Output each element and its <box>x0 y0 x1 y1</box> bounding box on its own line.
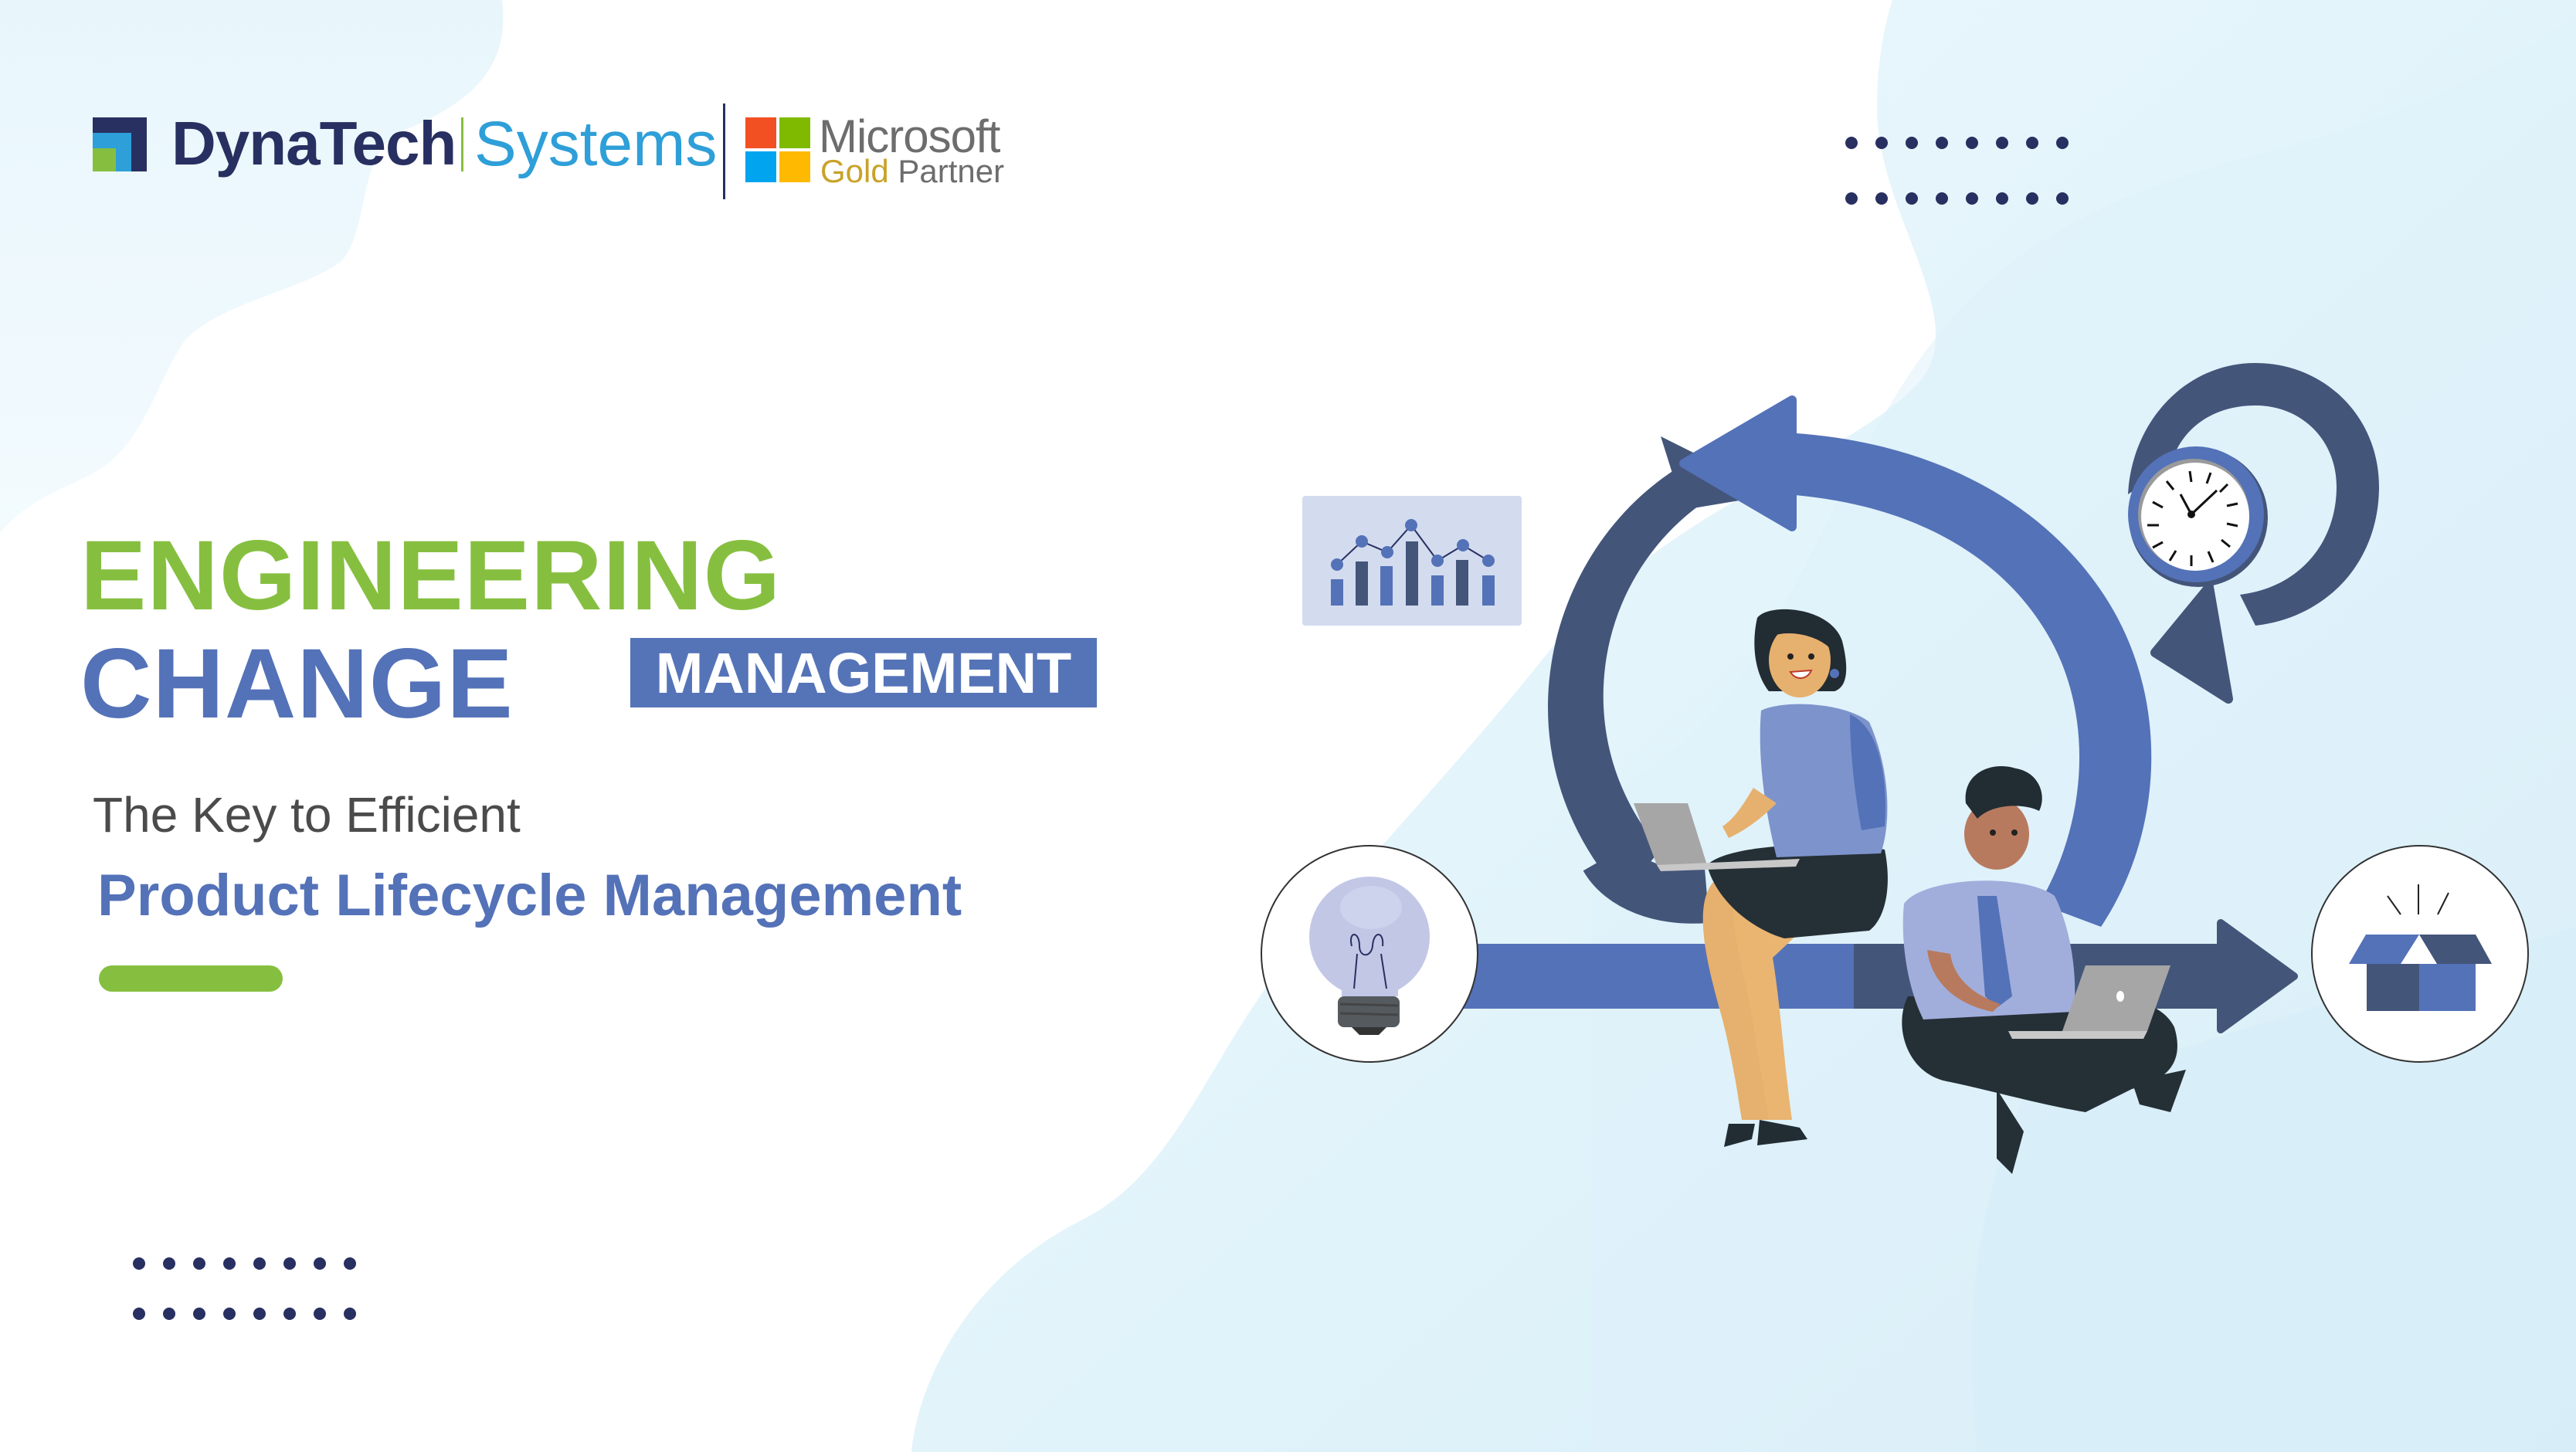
dynatech-logo-mark <box>93 117 147 171</box>
partner-divider <box>723 103 725 199</box>
subtitle-line-2: Product Lifecycle Management <box>97 863 962 928</box>
title-badge-management: MANAGEMENT <box>630 638 1097 707</box>
partner-tier: Gold Partner <box>820 153 1004 190</box>
brand-name-secondary: Systems <box>474 109 718 179</box>
lightbulb-icon <box>1261 845 1478 1063</box>
partner-tier-label: Partner <box>898 153 1005 189</box>
brand-divider <box>461 117 463 171</box>
title-line-change: CHANGE <box>80 629 514 739</box>
open-box-icon <box>2311 845 2529 1063</box>
subtitle-line-1: The Key to Efficient <box>93 787 521 843</box>
bar-line-chart-icon <box>1302 496 1522 626</box>
woman-with-laptop <box>1634 609 1888 1147</box>
dot-grid-bottom-left <box>133 1257 356 1320</box>
cycle-arrows-icon <box>1548 363 2379 927</box>
accent-bar <box>99 965 283 992</box>
title-line-engineering: ENGINEERING <box>80 521 782 631</box>
brand-name-primary: DynaTech <box>171 109 456 178</box>
clock-icon <box>2128 446 2268 587</box>
partner-tier-gold: Gold <box>820 153 889 189</box>
dot-grid-top-right <box>1845 137 2069 205</box>
microsoft-logo-squares <box>745 117 810 182</box>
bg-blob-top-left <box>0 0 504 533</box>
man-with-laptop <box>1902 766 2186 1174</box>
microsoft-wordmark: Microsoft <box>819 110 1000 162</box>
